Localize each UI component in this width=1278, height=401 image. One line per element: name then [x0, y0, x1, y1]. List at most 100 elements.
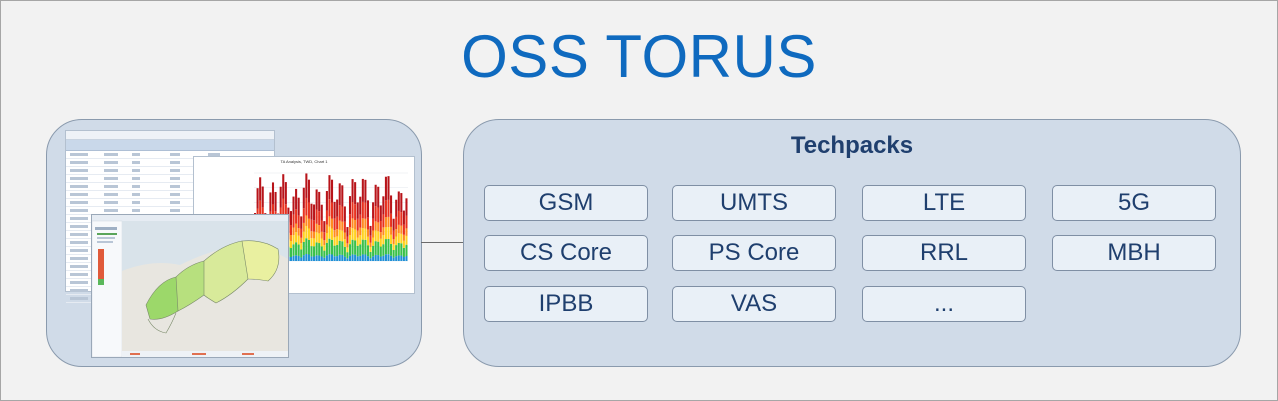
- thumbnail-bar-segment: [307, 202, 310, 219]
- thumbnail-bar-segment: [338, 254, 341, 261]
- thumbnail-bar-segment: [333, 230, 336, 238]
- thumbnail-bar-segment: [364, 218, 367, 229]
- thumbnail-bar-segment: [284, 204, 287, 220]
- thumbnail-bar-segment: [369, 225, 372, 236]
- thumbnail-bar-segment: [354, 240, 357, 255]
- thumbnail-bar-segment: [341, 241, 344, 255]
- thumbnail-bar-segment: [331, 254, 334, 261]
- thumbnail-bar-segment: [346, 236, 349, 244]
- thumbnail-bar-segment: [302, 231, 305, 242]
- thumbnail-bar-segment: [387, 238, 390, 255]
- thumbnail-bar-segment: [348, 227, 352, 236]
- thumbnail-bar-segment: [333, 218, 336, 231]
- thumbnail-bar-segment: [305, 173, 308, 198]
- thumbnail-bar-segment: [356, 256, 359, 261]
- thumbnail-bar-segment: [310, 203, 313, 220]
- thumbnail-bar-segment: [323, 245, 326, 251]
- thumbnail-bar-segment: [384, 254, 387, 261]
- thumbnail-bar-segment: [318, 243, 321, 256]
- techpack-gsm[interactable]: GSM: [484, 185, 648, 221]
- techpack-rrl[interactable]: RRL: [862, 235, 1026, 271]
- thumbnail-bar-segment: [387, 216, 390, 228]
- thumbnail-bar-segment: [351, 218, 354, 229]
- techpack-ipbb[interactable]: IPBB: [484, 286, 648, 322]
- techpack-more[interactable]: ...: [862, 286, 1026, 322]
- thumbnail-bar-segment: [313, 220, 316, 232]
- thumbnail-bar-segment: [359, 196, 362, 215]
- thumbnail-bar-segment: [390, 243, 393, 256]
- thumbnail-bar-segment: [374, 241, 377, 255]
- thumbnail-bar-segment: [297, 244, 300, 256]
- thumbnail-bar-segment: [379, 246, 382, 257]
- thumbnail-bar-segment: [259, 200, 262, 218]
- thumbnail-bar-segment: [354, 229, 357, 241]
- techpack-cs-core[interactable]: CS Core: [484, 235, 648, 271]
- thumbnail-bar-segment: [336, 236, 339, 246]
- thumbnail-bar-segment: [377, 241, 380, 256]
- thumbnail-bar-segment: [372, 245, 375, 257]
- thumbnail-bar-segment: [382, 244, 385, 256]
- thumbnail-bar-segment: [338, 205, 341, 221]
- thumbnail-bar-segment: [302, 222, 305, 232]
- thumbnail-bar-segment: [382, 196, 385, 215]
- thumbnail-bar-segment: [387, 199, 390, 217]
- thumbnail-bar-segment: [310, 238, 313, 247]
- thumbnail-bar-segment: [261, 186, 264, 208]
- thumbnail-bar-segment: [297, 235, 300, 245]
- techpack-5g[interactable]: 5G: [1052, 185, 1216, 221]
- techpack-mbh[interactable]: MBH: [1052, 235, 1216, 271]
- thumbnail-bar-segment: [356, 245, 359, 257]
- thumbnail-bar-segment: [328, 175, 331, 200]
- thumbnail-bar-segment: [354, 182, 357, 205]
- techpack-lte[interactable]: LTE: [862, 185, 1026, 221]
- thumbnail-bar-segment: [400, 193, 403, 213]
- thumbnail-bar-segment: [325, 255, 328, 261]
- thumbnail-bar-segment: [392, 239, 395, 245]
- thumbnail-bar-segment: [351, 239, 354, 255]
- thumbnail-bar-segment: [307, 228, 310, 240]
- thumbnail-bar-segment: [390, 195, 393, 214]
- thumbnail-bar-segment: [372, 256, 375, 261]
- thumbnail-bar-segment: [390, 226, 393, 235]
- thumbnail-bar-segment: [305, 197, 308, 216]
- thumbnail-bar-segment: [377, 222, 380, 232]
- thumbnail-bar-segment: [346, 258, 349, 261]
- thumbnail-bar-segment: [369, 246, 372, 252]
- thumbnail-bar-segment: [331, 218, 334, 229]
- thumbnail-bar-segment: [315, 189, 318, 210]
- thumbnail-bar-segment: [395, 256, 398, 261]
- thumbnail-bar-segment: [310, 231, 313, 239]
- thumbnail-bar-segment: [372, 237, 375, 246]
- thumbnail-bar-segment: [392, 230, 395, 240]
- thumbnail-bar-segment: [395, 216, 398, 230]
- thumbnail-bar-segment: [384, 239, 387, 255]
- techpack-umts[interactable]: UMTS: [672, 185, 836, 221]
- thumbnail-bar-segment: [256, 188, 259, 209]
- thumbnail-bar-segment: [348, 235, 352, 245]
- thumbnail-bar-segment: [269, 192, 272, 212]
- thumbnail-bar-segment: [395, 199, 398, 217]
- thumbnail-bar-segment: [302, 208, 305, 223]
- techpack-vas[interactable]: VAS: [672, 286, 836, 322]
- thumbnail-bar-segment: [318, 255, 321, 261]
- thumbnail-bar-segment: [364, 179, 367, 203]
- thumbnail-bar-segment: [305, 215, 308, 226]
- thumbnail-bar-segment: [354, 204, 357, 220]
- thumbnail-bar-segment: [359, 214, 362, 228]
- thumbnail-bar-segment: [382, 235, 385, 245]
- table-toolbar: [66, 131, 274, 140]
- thumbnail-bar-segment: [297, 215, 300, 229]
- thumbnail-bar-segment: [351, 254, 354, 261]
- thumbnail-bar-segment: [361, 178, 364, 202]
- techpack-ps-core[interactable]: PS Core: [672, 235, 836, 271]
- thumbnail-bar-segment: [400, 225, 403, 234]
- thumbnail-bar-segment: [307, 239, 310, 255]
- thumbnail-bar-segment: [348, 255, 352, 261]
- thumbnail-bar-segment: [361, 254, 364, 261]
- thumbnail-bar-segment: [372, 218, 375, 231]
- thumbnail-bar-segment: [292, 255, 295, 261]
- thumbnail-bar-segment: [333, 237, 336, 246]
- thumbnail-bar-segment: [305, 225, 308, 239]
- thumbnail-bar-segment: [295, 223, 298, 233]
- thumbnail-bar-segment: [313, 246, 316, 257]
